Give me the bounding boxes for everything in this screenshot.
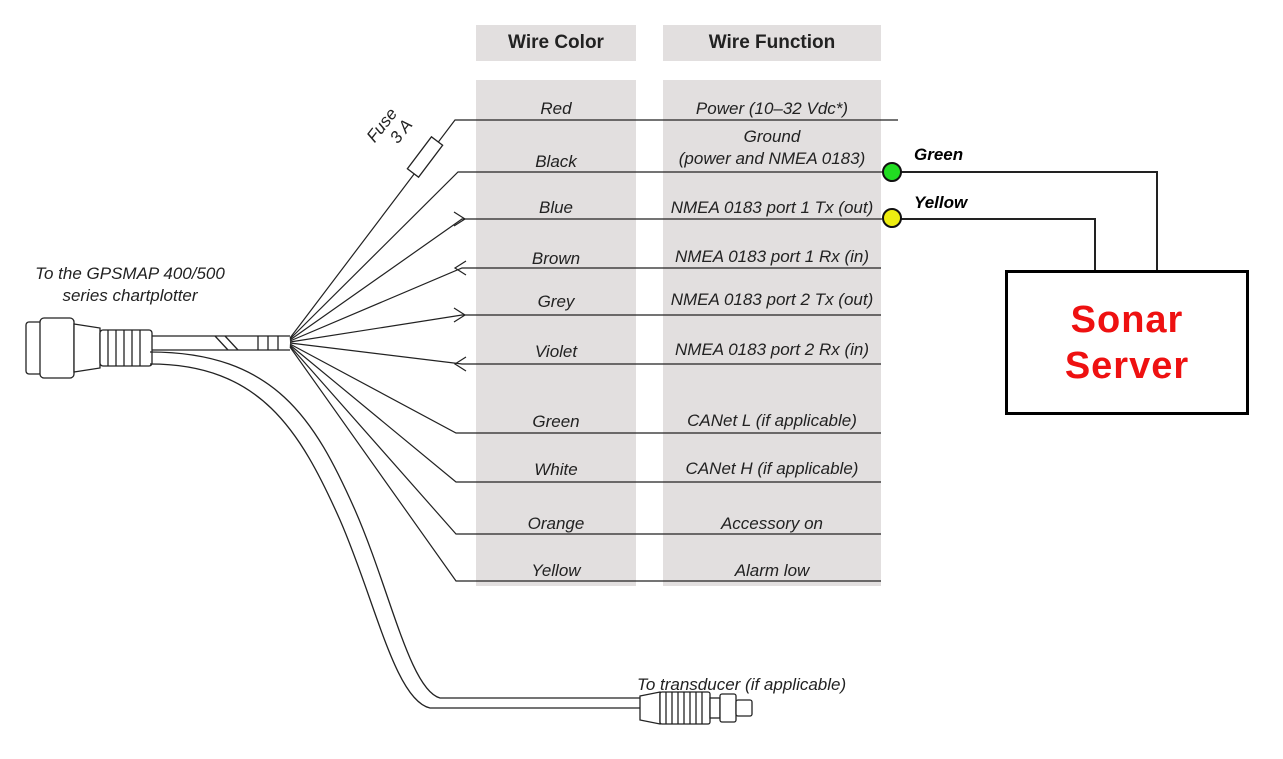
wire-white-line	[289, 344, 881, 483]
wire-color-header: Wire Color	[476, 25, 636, 61]
wire-color-white: White	[534, 460, 578, 479]
green-connector-dot	[882, 162, 902, 182]
wire-function-black-text: Ground (power and NMEA 0183)	[678, 127, 866, 168]
sonar-server-line1: Sonar	[1070, 298, 1184, 341]
wire-brown-line	[289, 267, 881, 342]
wire-function-violet: NMEA 0183 port 2 Rx (in)	[675, 340, 869, 359]
transducer-connector	[639, 691, 753, 725]
wire-violet-line	[289, 342, 881, 365]
wire-color-brown: Brown	[531, 249, 581, 268]
wire-color-orange: Orange	[527, 514, 585, 533]
wire-color-grey: Grey	[537, 292, 575, 311]
wire-blue-line	[289, 218, 882, 341]
wire-function-brown: NMEA 0183 port 1 Rx (in)	[675, 247, 869, 266]
arrow-violet-in	[453, 356, 467, 372]
yellow-connector-dot	[882, 208, 902, 228]
green-connector-label: Green	[914, 145, 964, 164]
wire-color-green: Green	[532, 412, 580, 431]
sonar-connections	[900, 171, 1158, 270]
wire-function-grey: NMEA 0183 port 2 Tx (out)	[670, 290, 874, 309]
yellow-link-line	[900, 218, 1096, 270]
wire-function-green: CANet L (if applicable)	[687, 411, 857, 430]
wire-color-red: Red	[540, 99, 572, 118]
transducer-cable	[149, 351, 640, 709]
wire-function-black: Ground (power and NMEA 0183)	[663, 126, 881, 170]
sonar-server-line2: Server	[1064, 344, 1190, 387]
wire-yellow-line	[289, 346, 881, 582]
chartplotter-label-line2: series chartplotter	[62, 286, 198, 305]
wire-color-violet: Violet	[534, 342, 578, 361]
wire-color-header-text: Wire Color	[508, 32, 604, 53]
wire-orange-line	[289, 345, 881, 535]
chartplotter-label-line1: To the GPSMAP 400/500	[35, 264, 225, 283]
fuse-symbol	[406, 135, 444, 179]
wire-color-yellow: Yellow	[531, 561, 581, 580]
wire-black-line	[289, 171, 890, 340]
wire-color-blue: Blue	[538, 198, 574, 217]
chartplotter-label: To the GPSMAP 400/500 series chartplotte…	[30, 263, 230, 307]
sonar-server-box: Sonar Server	[1005, 270, 1249, 415]
wire-red-line	[289, 119, 898, 339]
wire-function-column	[663, 80, 881, 586]
arrow-grey-out	[453, 307, 467, 323]
wire-function-blue: NMEA 0183 port 1 Tx (out)	[670, 198, 874, 217]
wire-color-black: Black	[535, 152, 577, 171]
wire-grey-line	[289, 314, 881, 343]
wire-function-header: Wire Function	[663, 25, 881, 61]
transducer-label: To transducer (if applicable)	[637, 675, 847, 694]
wire-function-red: Power (10–32 Vdc*)	[695, 99, 849, 118]
wire-function-header-text: Wire Function	[708, 32, 836, 53]
wire-green-line	[289, 343, 881, 434]
wire-function-orange: Accessory on	[720, 514, 824, 533]
wire-color-column	[476, 80, 636, 586]
green-link-line	[900, 171, 1158, 270]
main-cable	[150, 335, 290, 351]
yellow-connector-label: Yellow	[914, 193, 968, 212]
arrow-brown-in	[453, 260, 467, 276]
wire-function-yellow: Alarm low	[734, 561, 810, 580]
arrow-blue-out	[453, 211, 467, 227]
wire-function-white: CANet H (if applicable)	[685, 459, 859, 478]
chartplotter-connector	[25, 317, 153, 379]
